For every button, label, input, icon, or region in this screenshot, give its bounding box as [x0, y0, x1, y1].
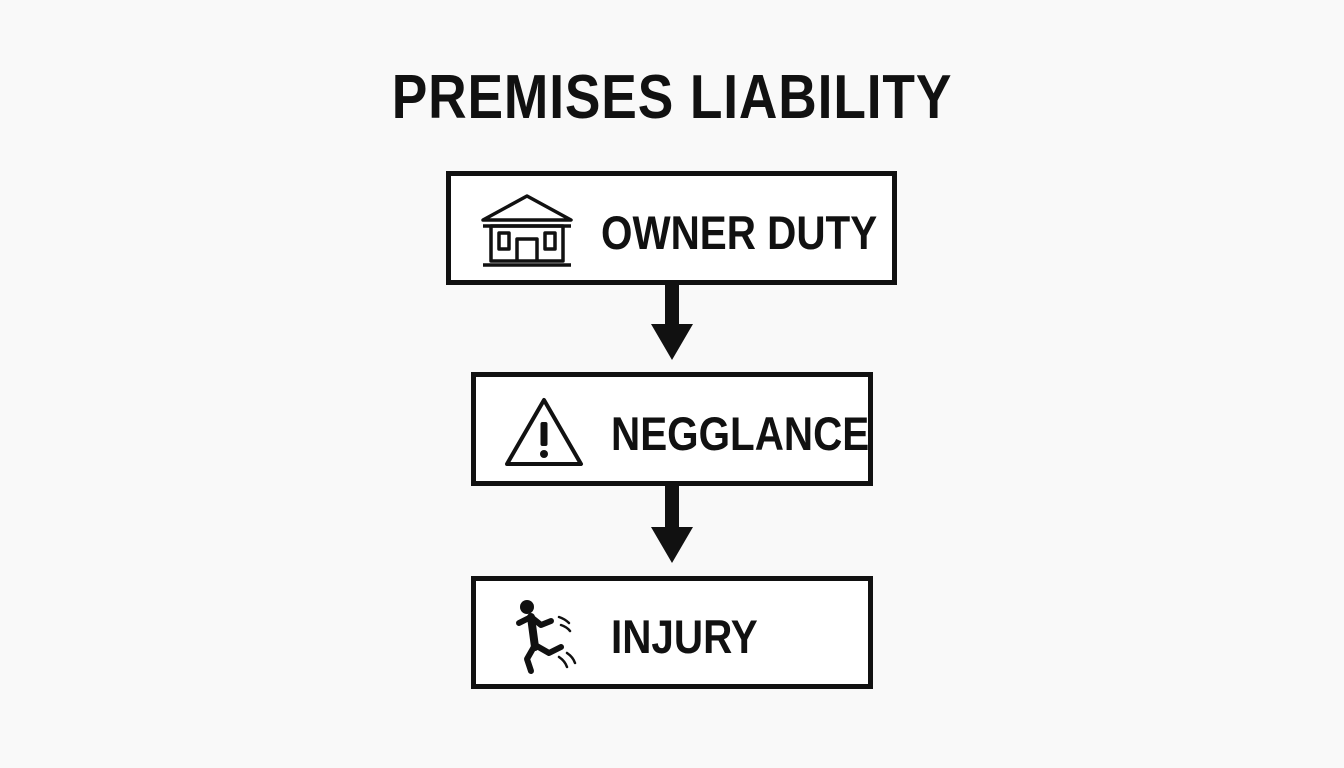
arrow-down-2: [651, 485, 693, 563]
step-negligence-box: NEGGLANCE: [471, 372, 873, 486]
diagram-title: PREMISES LIABILITY: [391, 63, 953, 132]
falling-person-icon: [516, 600, 577, 674]
house-icon: [481, 194, 573, 267]
step-injury-box: INJURY: [471, 576, 873, 689]
step-injury-label: INJURY: [611, 610, 758, 663]
warning-icon: [505, 398, 583, 466]
step-negligence-label: NEGGLANCE: [611, 407, 870, 460]
step-owner-duty-label: OWNER DUTY: [601, 206, 878, 259]
step-owner-duty-box: OWNER DUTY: [446, 171, 897, 285]
arrow-down-1: [651, 284, 693, 360]
